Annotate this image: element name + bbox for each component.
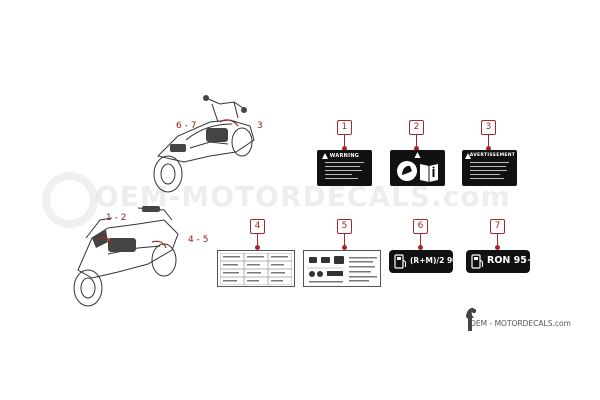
leader-line-1 <box>342 134 347 151</box>
leader-line-3 <box>486 134 491 151</box>
leader-line-2 <box>414 134 419 151</box>
oem-logo-icon <box>466 307 477 331</box>
part-number-3: 3 <box>481 120 496 135</box>
part-number-1: 1 <box>337 120 352 135</box>
manual-book-icon <box>397 161 438 182</box>
fuel-pump-icon <box>471 254 484 269</box>
part-number-6: 6 <box>413 219 428 234</box>
label-4-table-graphic <box>220 253 292 285</box>
callout-4-5: 4 - 5 <box>188 235 209 245</box>
label-6-fuel-octane: (R+M)/2 90+ <box>389 250 464 273</box>
callout-6-7: 6 - 7 <box>176 121 197 131</box>
part-number-5: 5 <box>337 219 352 234</box>
label-6-fuel-text: (R+M)/2 90+ <box>410 256 464 265</box>
watermark-graphic <box>42 172 98 228</box>
footer-brand-text: OEM - MOTORDECALS.com <box>470 319 571 328</box>
warning-triangle-icon <box>414 152 421 158</box>
leader-line-5 <box>342 233 347 250</box>
leader-line-4 <box>255 233 260 250</box>
callout-1-2: 1 - 2 <box>106 213 127 223</box>
part-number-2: 2 <box>409 120 424 135</box>
label-7-fuel-text: RON 95+ <box>487 255 535 266</box>
warning-triangle-icon <box>465 153 471 159</box>
motorcycle-rear-view-illustration <box>153 95 255 193</box>
label-5-pictogram-graphic <box>307 256 377 283</box>
label-1-text-lines <box>325 162 364 182</box>
leader-line-6 <box>418 233 423 250</box>
motorcycle-front-view-illustration <box>73 206 179 307</box>
part-number-4: 4 <box>250 219 265 234</box>
fuel-pump-icon <box>394 254 407 269</box>
part-number-7: 7 <box>490 219 505 234</box>
callout-3: 3 <box>257 121 263 131</box>
label-1-warning: WARNING <box>317 150 372 186</box>
label-3-avertissement: AVERTISSEMENT <box>462 150 517 186</box>
label-4-tire-pressure-table <box>217 250 295 287</box>
leader-line-7 <box>495 233 500 250</box>
warning-triangle-icon <box>322 153 328 159</box>
label-2-read-manual <box>390 150 445 186</box>
label-3-title: AVERTISSEMENT <box>469 153 516 158</box>
label-1-title: WARNING <box>329 153 360 159</box>
label-3-text-lines <box>470 162 509 182</box>
label-5-service-info <box>303 250 381 287</box>
label-7-fuel-ron: RON 95+ <box>466 250 535 273</box>
